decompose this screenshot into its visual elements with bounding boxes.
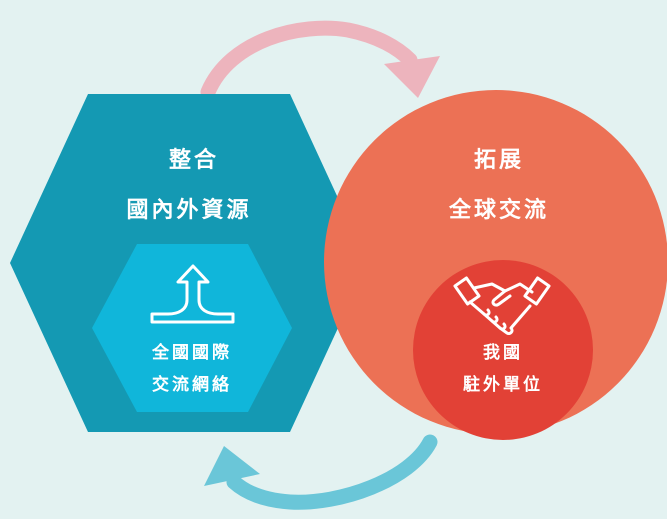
hexagon-title-line1: 整合 [168, 148, 219, 173]
circle-inner-line2: 駐外單位 [463, 375, 543, 395]
hexagon-inner-line2: 交流網絡 [152, 375, 232, 395]
circle-inner-line1: 我國 [483, 343, 523, 363]
inner-hexagon [92, 244, 292, 412]
curved-arrow-left-icon [204, 434, 438, 510]
circle-title-line2: 全球交流 [448, 198, 549, 223]
hexagon-inner-line1: 全國國際 [152, 343, 232, 363]
split-arrow-icon [150, 264, 235, 324]
inner-circle [413, 260, 593, 440]
curved-arrow-right-icon [200, 20, 440, 100]
hexagon-title-line2: 國內外資源 [126, 198, 252, 223]
circle-title-line1: 拓展 [473, 148, 524, 173]
handshake-icon [453, 276, 551, 335]
